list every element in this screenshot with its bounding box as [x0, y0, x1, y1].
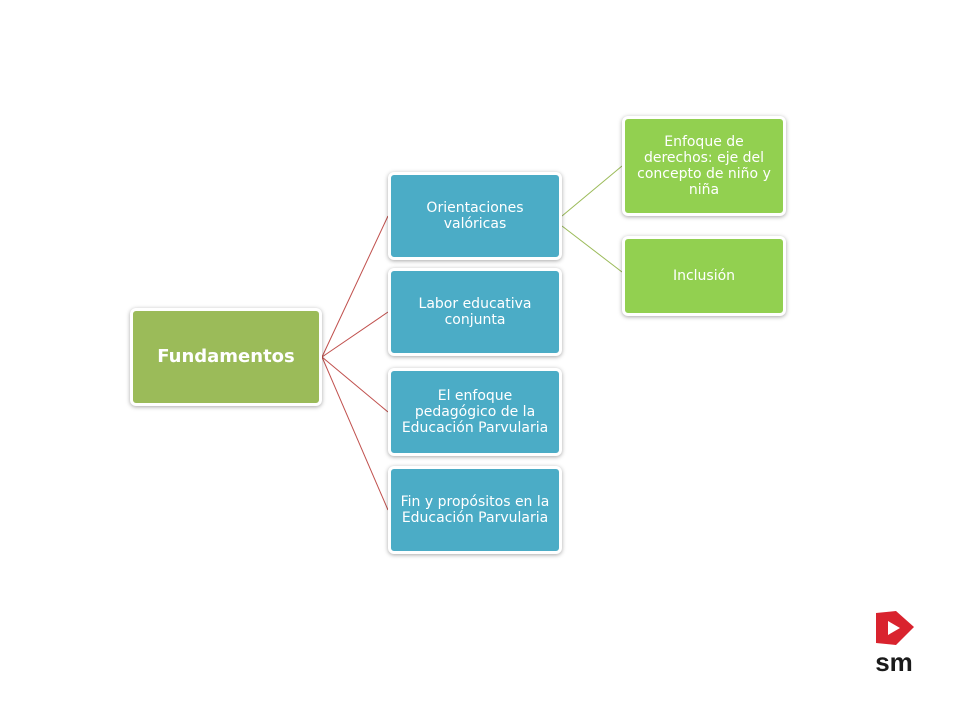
node-enfoque-pedagogico: El enfoque pedagógico de la Educación Pa…	[388, 368, 562, 456]
node-inclusion: Inclusión	[622, 236, 786, 316]
node-enfoque-de-derechos: Enfoque de derechos: eje del concepto de…	[622, 116, 786, 216]
node-orientaciones-valoricas: Orientaciones valóricas	[388, 172, 562, 260]
node-labor-educativa-conjunta: Labor educativa conjunta	[388, 268, 562, 356]
connector-orientaciones-derechos	[561, 165, 623, 217]
connector-root-enfoque	[321, 356, 389, 413]
node-label: Inclusión	[672, 267, 736, 284]
node-label: El enfoque pedagógico de la Educación Pa…	[401, 387, 549, 437]
connector-orientaciones-inclusion	[561, 225, 623, 273]
node-label: Fin y propósitos en la Educación Parvula…	[400, 493, 550, 526]
connector-root-orientaciones	[321, 215, 389, 358]
root-node-label: Fundamentos	[157, 345, 295, 367]
sm-play-logo-icon	[876, 611, 914, 645]
root-node-fundamentos: Fundamentos	[130, 308, 322, 406]
sm-logo-text: sm	[875, 647, 913, 677]
sm-logo: sm	[866, 605, 922, 677]
node-label: Labor educativa conjunta	[418, 295, 532, 328]
node-label: Orientaciones valóricas	[426, 199, 524, 232]
connector-root-fin	[321, 356, 389, 511]
connector-root-labor	[321, 311, 389, 358]
node-label: Enfoque de derechos: eje del concepto de…	[637, 133, 771, 199]
node-fin-y-propositos: Fin y propósitos en la Educación Parvula…	[388, 466, 562, 554]
